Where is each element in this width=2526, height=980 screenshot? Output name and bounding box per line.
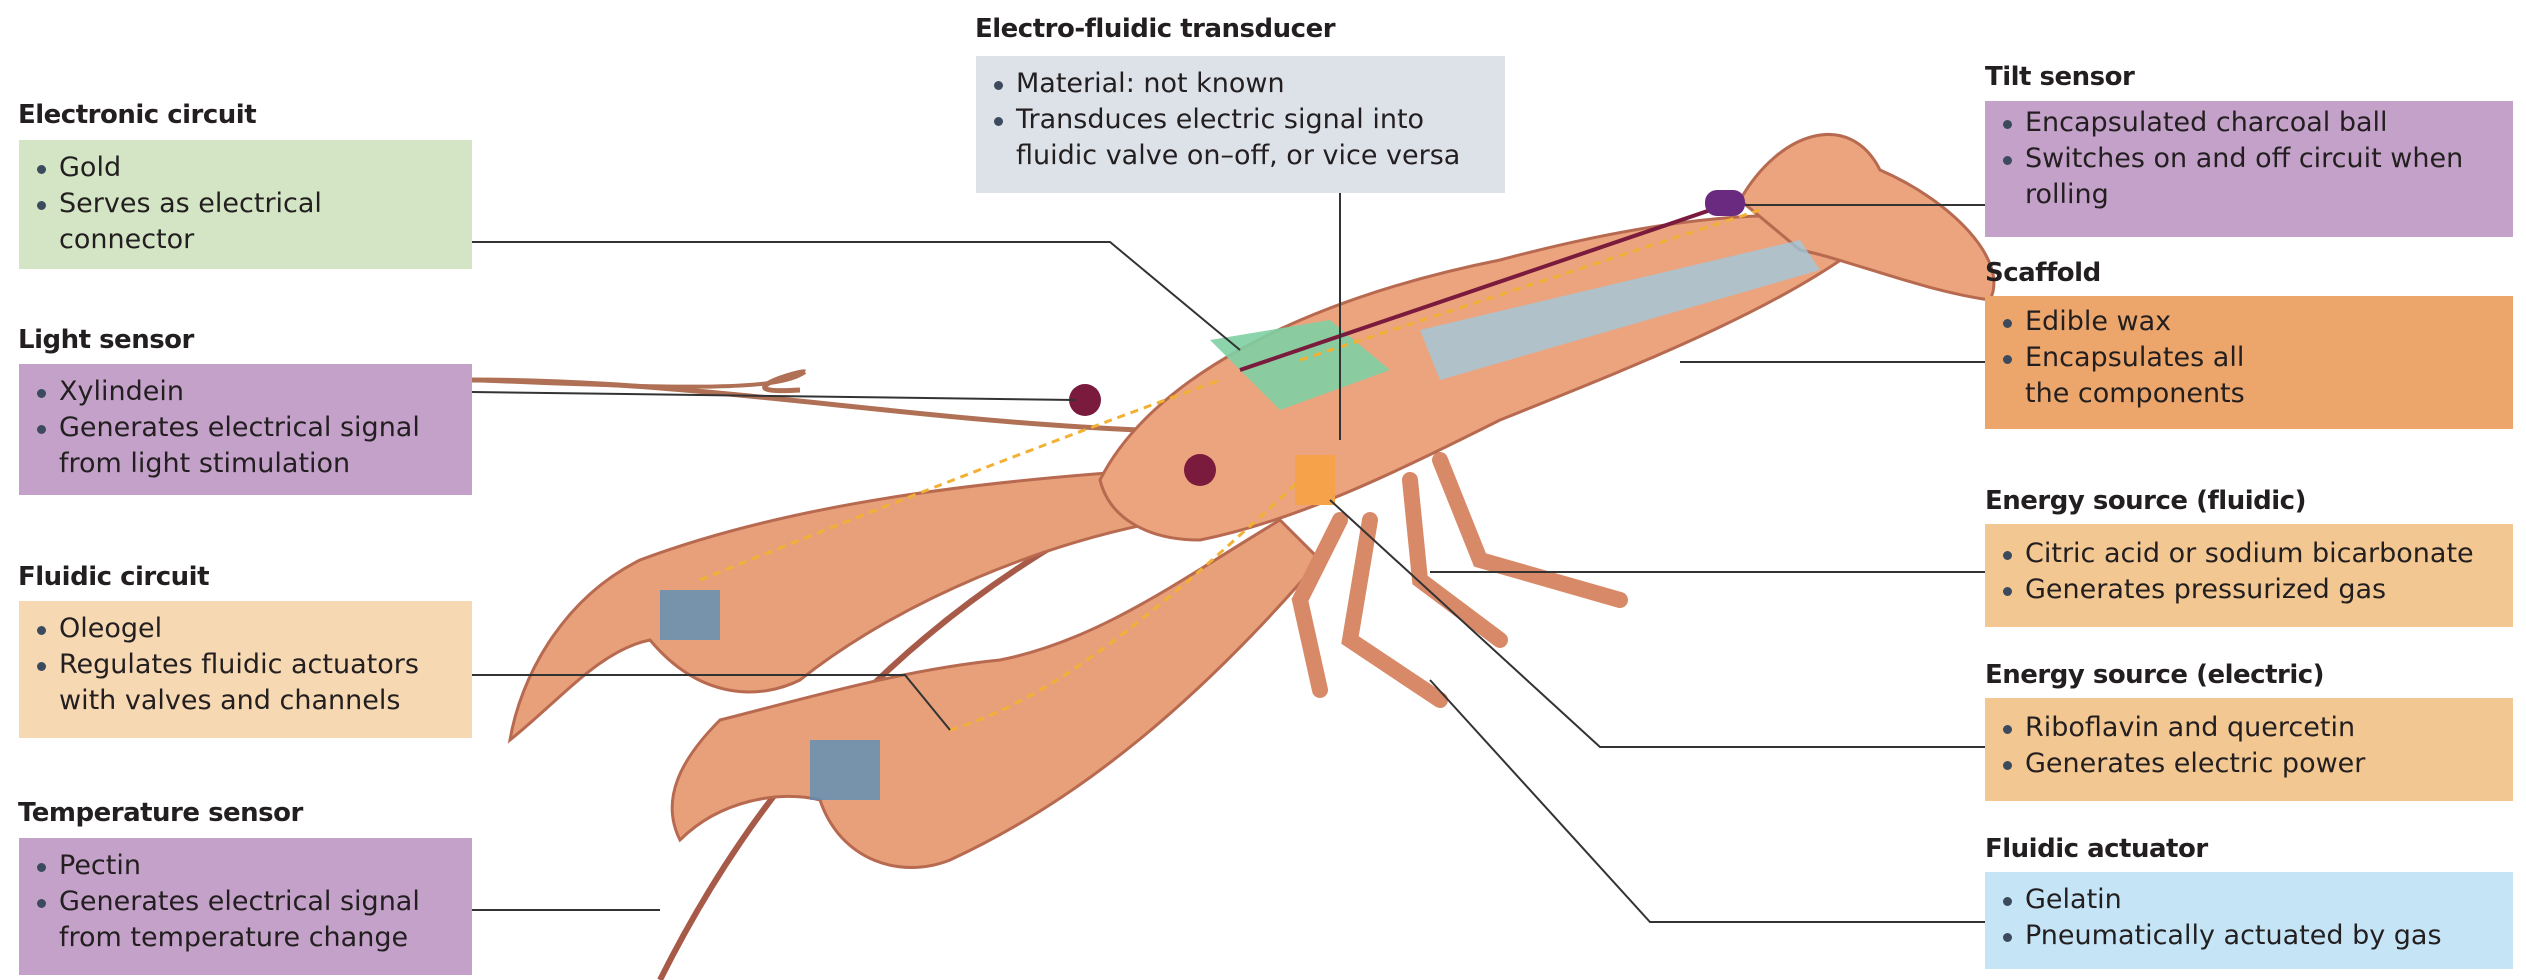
claw-actuator	[810, 740, 880, 800]
legs	[1291, 452, 1628, 708]
electronic-circuit-title: Electronic circuit	[18, 100, 257, 130]
list-item: Gold	[33, 150, 458, 186]
claw-actuator	[660, 590, 720, 640]
list-item: Generates electrical signal from tempera…	[33, 884, 458, 956]
list-item: Xylindein	[33, 374, 458, 410]
list-item: Citric acid or sodium bicarbonate	[1999, 536, 2499, 572]
list-item: Gelatin	[1999, 882, 2499, 918]
list-item: Generates electrical signal from light s…	[33, 410, 458, 482]
tail-fan	[1738, 132, 1996, 302]
list-item: Material: not known	[990, 66, 1491, 102]
transducer-title: Electro-fluidic transducer	[975, 14, 1336, 44]
wires	[699, 208, 1761, 732]
fluidic-actuator-title: Fluidic actuator	[1985, 834, 2208, 864]
transducer-chip	[1210, 320, 1390, 410]
fluidic-circuit-title: Fluidic circuit	[18, 562, 210, 592]
list-item: Generates electric power	[1999, 746, 2499, 782]
list-item: Riboflavin and quercetin	[1999, 710, 2499, 746]
list-item: Switches on and off circuit when rolling	[1999, 141, 2499, 213]
list-item: Edible wax	[1999, 304, 2499, 340]
energy-cell	[1295, 455, 1335, 505]
energy-fluidic-title: Energy source (fluidic)	[1985, 486, 2306, 516]
list-item: Serves as electrical connector	[33, 186, 458, 258]
list-item: Pectin	[33, 848, 458, 884]
list-item: Regulates fluidic actuators with valves …	[33, 647, 458, 719]
light-sensor-title: Light sensor	[18, 325, 194, 355]
list-item: Generates pressurized gas	[1999, 572, 2499, 608]
list-item: Pneumatically actuated by gas	[1999, 918, 2499, 954]
energy-electric-title: Energy source (electric)	[1985, 660, 2325, 690]
temperature-sensor-ball	[1184, 454, 1216, 486]
leader-lines	[471, 193, 1985, 923]
list-item: Encapsulated charcoal ball	[1999, 105, 2499, 141]
tilt-sensor-capsule	[1705, 190, 1745, 216]
scaffold-title: Scaffold	[1985, 258, 2101, 288]
list-item: Oleogel	[33, 611, 458, 647]
temperature-sensor-title: Temperature sensor	[18, 798, 303, 828]
tilt-sensor-title: Tilt sensor	[1985, 62, 2135, 92]
antenna-upper	[471, 369, 1141, 433]
left-claw	[507, 468, 1173, 744]
list-item: Encapsulates all the components	[1999, 340, 2285, 412]
light-sensor-ball	[1069, 384, 1101, 416]
fluidic-channel	[1420, 240, 1820, 380]
list-item: Transduces electric signal into fluidic …	[990, 102, 1491, 174]
